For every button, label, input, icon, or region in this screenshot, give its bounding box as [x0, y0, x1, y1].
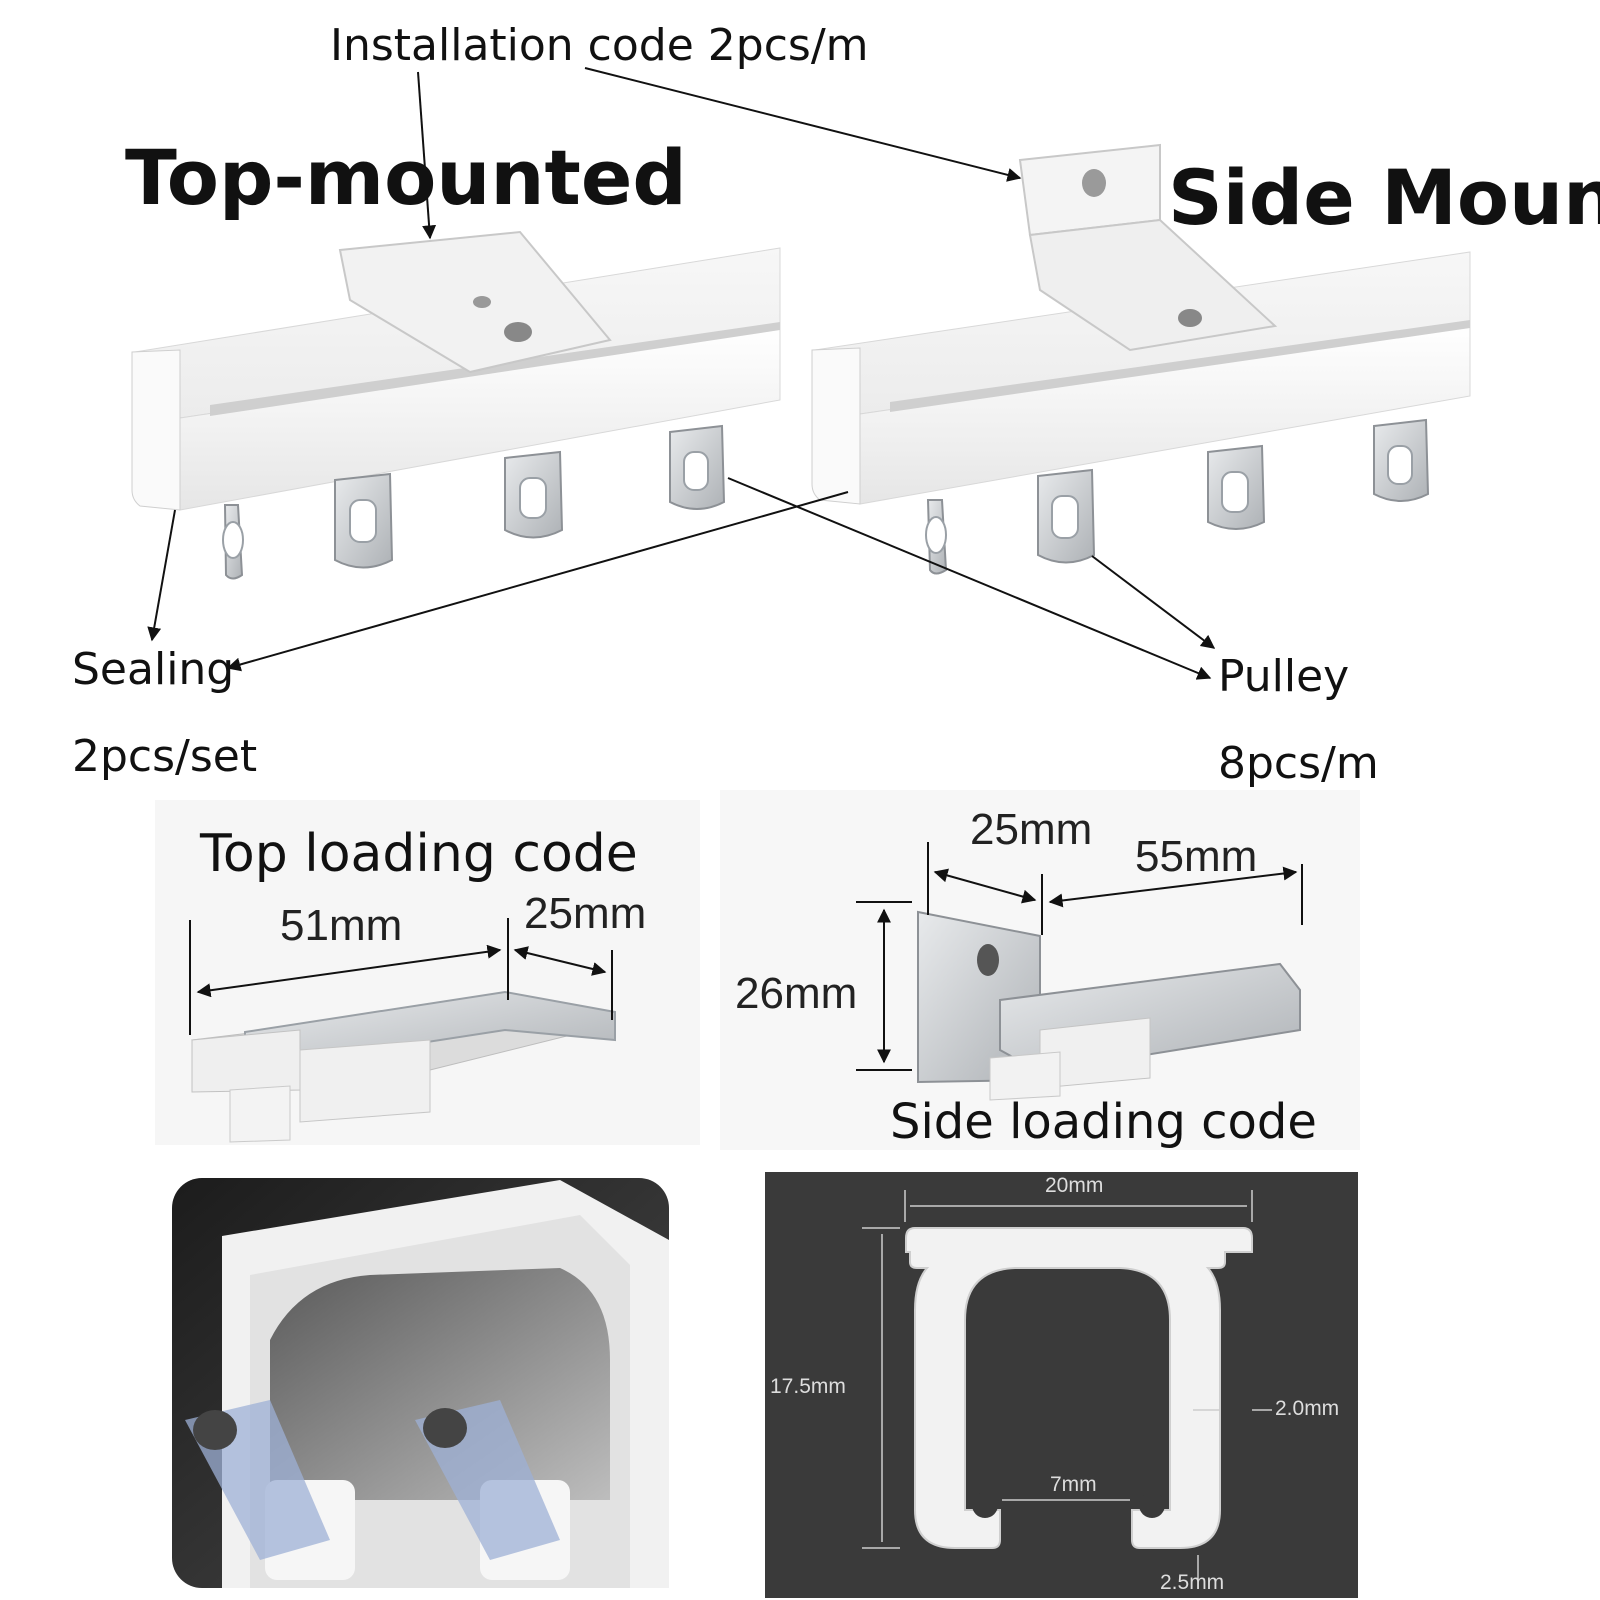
pulley-label: Pulley: [1218, 651, 1350, 702]
side-loading-code-label: Side loading code: [890, 1094, 1317, 1150]
sealing-qty: 2pcs/set: [72, 731, 258, 782]
profile-width-dim: 20mm: [1045, 1174, 1104, 1197]
sealing-label: Sealing: [72, 644, 235, 695]
side-code-dimension-lines: [856, 842, 1303, 1071]
profile-height-dim: 17.5mm: [770, 1375, 846, 1398]
pulley-qty: 8pcs/m: [1218, 738, 1379, 789]
top-mounted-title: Top-mounted: [125, 133, 687, 222]
side-mount-title: Side Mount: [1168, 153, 1600, 242]
side-code-height-dim: 26mm: [735, 969, 858, 1018]
side-code-width-dim: 25mm: [970, 805, 1093, 854]
profile-wall-dim: 2.0mm: [1275, 1397, 1340, 1420]
side-mount-rail: [811, 143, 1471, 575]
side-code-length-dim: 55mm: [1135, 832, 1258, 881]
callout-lines: [147, 67, 1216, 680]
profile-lip-dim: 2.5mm: [1160, 1571, 1225, 1594]
top-loading-code-label: Top loading code: [200, 824, 638, 884]
top-code-end-dim: 25mm: [524, 889, 647, 938]
rail-interior-illustration: [172, 1178, 669, 1588]
top-code-length-dim: 51mm: [280, 901, 403, 950]
side-loading-code-part: [720, 790, 1360, 1150]
top-code-dimension-lines: [189, 918, 613, 1035]
installation-code-label: Installation code 2pcs/m: [330, 20, 869, 71]
top-mounted-rail: [131, 230, 781, 580]
profile-gap-dim: 7mm: [1050, 1473, 1097, 1496]
rail-profile-drawing: [765, 1172, 1358, 1598]
